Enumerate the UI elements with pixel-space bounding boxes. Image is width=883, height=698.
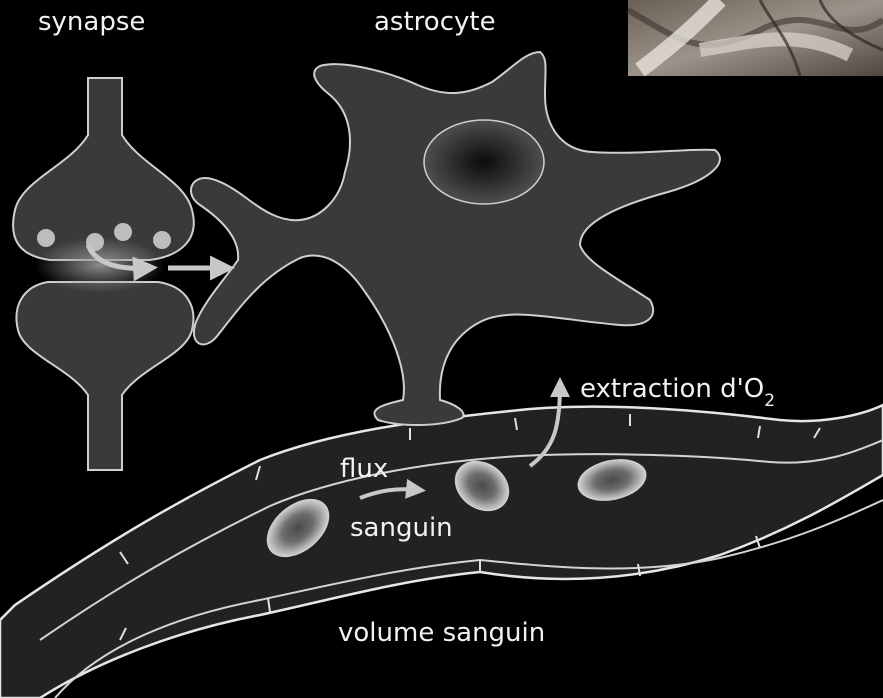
label-volume-sanguin: volume sanguin: [338, 618, 545, 648]
astrocyte-body: [191, 52, 720, 425]
astrocyte: [191, 52, 720, 425]
vessel-outer-wall: [0, 405, 883, 698]
synaptic-vesicle: [153, 231, 171, 249]
label-synapse: synapse: [38, 7, 145, 37]
label-astrocyte: astrocyte: [374, 7, 496, 37]
label-flux: flux: [340, 454, 388, 484]
blood-vessel: [0, 405, 883, 698]
synaptic-vesicle: [114, 223, 132, 241]
label-sanguin: sanguin: [350, 513, 453, 543]
astrocyte-nucleus: [424, 120, 544, 204]
label-oxygen-extraction: extraction d'O2: [580, 374, 775, 411]
synapse: [13, 78, 194, 470]
label-oxygen-extraction-subscript: 2: [764, 391, 775, 411]
postsynaptic-terminal: [16, 282, 193, 470]
synaptic-vesicle: [37, 229, 55, 247]
micrograph-inset: [628, 0, 883, 76]
label-oxygen-extraction-main: extraction d'O: [580, 374, 764, 404]
